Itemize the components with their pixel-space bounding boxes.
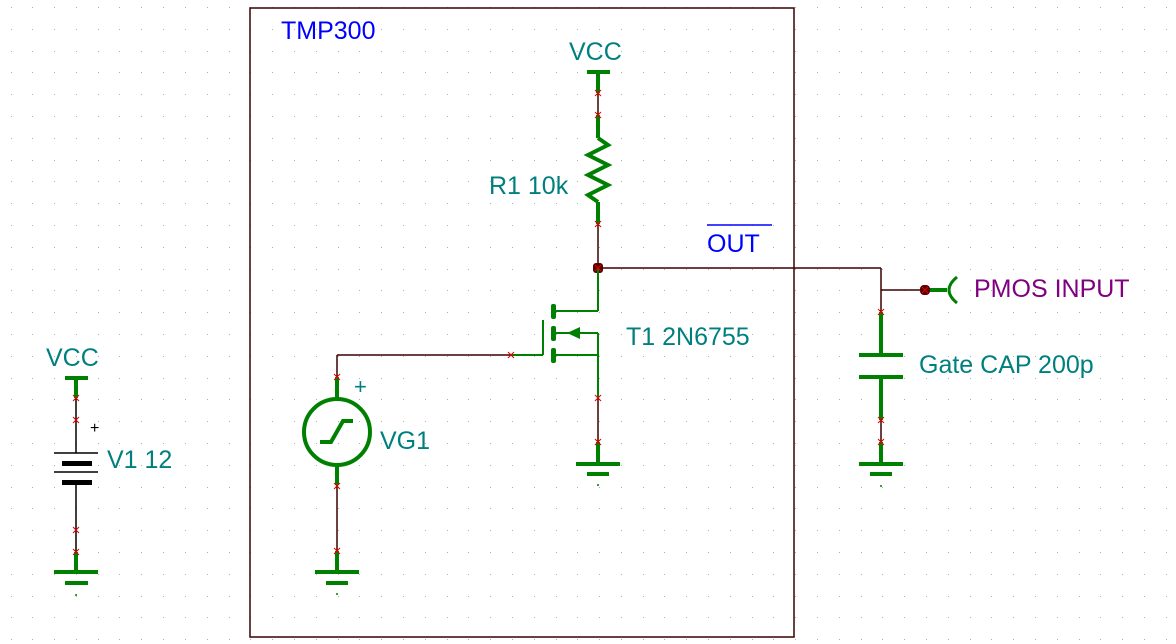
resistor-r1[interactable]: VCC R1 10k bbox=[489, 38, 622, 268]
pin-marker-icon bbox=[594, 264, 602, 272]
pin-marker-icon bbox=[594, 89, 602, 97]
resistor-label: R1 10k bbox=[489, 172, 569, 200]
grid-dots bbox=[11, 7, 1167, 640]
pin-marker-icon bbox=[594, 438, 602, 446]
step-waveform-icon bbox=[320, 419, 353, 444]
pmos-input-connector[interactable]: PMOS INPUT bbox=[920, 275, 1130, 305]
block-label: TMP300 bbox=[281, 17, 375, 45]
mosfet-source-segment bbox=[551, 348, 556, 363]
pin-marker-icon bbox=[72, 526, 80, 534]
mosfet-label: T1 2N6755 bbox=[626, 323, 750, 351]
pin-marker-icon bbox=[333, 373, 341, 381]
source-label: VG1 bbox=[380, 427, 430, 455]
battery-label: V1 12 bbox=[107, 446, 172, 474]
pin-marker-icon bbox=[594, 220, 602, 228]
pin-marker-icon bbox=[877, 416, 885, 424]
pin-marker-icon bbox=[921, 286, 929, 294]
source-plus-sign: + bbox=[354, 374, 367, 399]
battery-plus-sign: + bbox=[90, 420, 99, 437]
pin-marker-icon bbox=[594, 394, 602, 402]
tmp300-block-border[interactable] bbox=[249, 7, 795, 638]
connector-icon bbox=[947, 275, 958, 305]
battery-v1[interactable]: VCC + V1 12 bbox=[46, 344, 172, 596]
ground-symbol-v1 bbox=[54, 570, 98, 596]
ground-symbol-t1 bbox=[576, 462, 620, 486]
vcc-label-top: VCC bbox=[569, 38, 622, 66]
out-net-label: OUT bbox=[707, 230, 760, 258]
pin-marker-icon bbox=[877, 308, 885, 316]
pin-marker-icon bbox=[333, 482, 341, 490]
pin-marker-icon bbox=[72, 416, 80, 424]
capacitor-label: Gate CAP 200p bbox=[919, 351, 1094, 379]
mosfet-arrow-icon bbox=[567, 327, 580, 339]
pin-marker-icon bbox=[507, 351, 515, 359]
connector-label: PMOS INPUT bbox=[974, 275, 1130, 303]
resistor-zigzag bbox=[583, 136, 613, 204]
pin-marker-icon bbox=[72, 394, 80, 402]
ground-symbol-vg1 bbox=[315, 570, 359, 595]
pin-marker-icon bbox=[333, 547, 341, 555]
pin-marker-icon bbox=[72, 548, 80, 556]
mosfet-drain-segment bbox=[551, 304, 556, 319]
ground-symbol-cap bbox=[859, 462, 903, 487]
mosfet-body-segment bbox=[551, 326, 556, 341]
pin-marker-icon bbox=[877, 438, 885, 446]
voltage-source-vg1[interactable]: + VG1 bbox=[302, 354, 511, 595]
capacitor-gate-cap[interactable]: Gate CAP 200p bbox=[859, 290, 1094, 487]
out-net[interactable]: OUT bbox=[598, 224, 925, 291]
vcc-label-left: VCC bbox=[46, 344, 99, 372]
nmos-t1[interactable]: T1 2N6755 bbox=[511, 268, 750, 486]
pin-markers bbox=[72, 89, 929, 556]
battery-plate-short bbox=[62, 461, 92, 466]
pin-marker-icon bbox=[594, 111, 602, 119]
